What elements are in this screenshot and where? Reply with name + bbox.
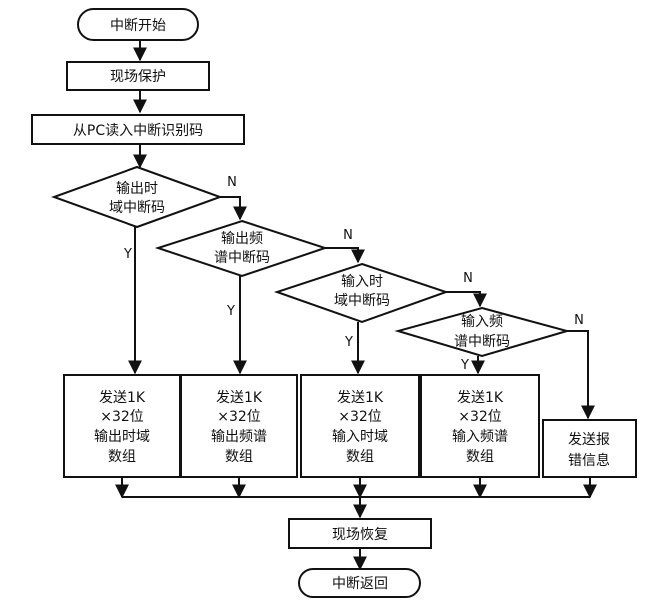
end-terminal-label: 中断返回: [332, 576, 388, 592]
action-box-3: [300, 374, 420, 478]
action-2-line-1: 发送1K: [216, 390, 263, 406]
arrow-d2-no: [325, 247, 365, 264]
action-4-line-3: 输入频谱: [452, 429, 508, 445]
arrow-d1-no: [220, 196, 247, 221]
decision-3-no-label: N: [463, 271, 473, 286]
action-3-line-4: 数组: [346, 449, 374, 465]
restore-box-label: 现场恢复: [332, 526, 388, 543]
decision-2-yes-label: Y: [226, 304, 235, 319]
action-1-line-3: 输出时域: [94, 429, 150, 445]
action-3-line-3: 输入时域: [332, 429, 388, 445]
decision-1: [51, 165, 223, 229]
decision-3: [273, 262, 450, 324]
decision-4: [394, 306, 571, 358]
decision-4-line-1: 输入频: [461, 314, 503, 330]
action-4-line-1: 发送1K: [457, 390, 504, 406]
connectors: [115, 40, 597, 571]
decision-2-line-1: 输出频: [221, 231, 263, 247]
action-box-2: [180, 374, 298, 478]
action-2-line-4: 数组: [225, 449, 253, 465]
end-terminal: [298, 568, 421, 598]
read-code-box: [31, 114, 245, 145]
protect-box: [66, 61, 210, 91]
arrow-d3-no: [446, 291, 487, 308]
decision-1-no-label: N: [227, 175, 237, 190]
action-2-line-2: ×32位: [217, 409, 261, 425]
action-2-line-3: 输出频谱: [211, 429, 267, 445]
decision-2-line-2: 谱中断码: [214, 250, 270, 266]
decision-2-no-label: N: [343, 228, 353, 243]
action-5-line-1: 发送报: [568, 432, 610, 448]
decision-4-no-label: N: [574, 313, 584, 328]
action-1-line-2: ×32位: [100, 409, 144, 425]
action-1-line-4: 数组: [108, 449, 136, 465]
decision-1-yes-label: Y: [123, 247, 132, 262]
action-5-line-2: 错信息: [568, 452, 610, 469]
action-box-4: [420, 374, 540, 478]
action-3-line-1: 发送1K: [337, 390, 384, 406]
start-terminal-label: 中断开始: [110, 18, 166, 34]
arrow-d4-no: [567, 330, 595, 420]
decision-3-yes-label: Y: [344, 335, 353, 350]
protect-box-label: 现场保护: [110, 69, 166, 85]
start-terminal: [77, 8, 199, 41]
action-1-line-1: 发送1K: [99, 390, 146, 406]
decision-3-line-1: 输入时: [341, 274, 383, 290]
decision-2: [154, 219, 329, 278]
decision-4-line-2: 谱中断码: [454, 334, 510, 350]
action-4-line-4: 数组: [466, 449, 494, 465]
decision-1-line-2: 域中断码: [109, 200, 165, 216]
action-4-line-2: ×32位: [458, 409, 502, 425]
action-box-1: [63, 374, 181, 478]
action-3-line-2: ×32位: [338, 409, 382, 425]
action-box-5: [542, 419, 637, 478]
decision-3-line-2: 域中断码: [334, 293, 390, 309]
read-code-box-label: 从PC读入中断识别码: [73, 122, 203, 139]
decision-4-yes-label: Y: [460, 358, 469, 373]
restore-box: [288, 518, 432, 549]
decision-1-line-1: 输出时: [116, 181, 158, 197]
